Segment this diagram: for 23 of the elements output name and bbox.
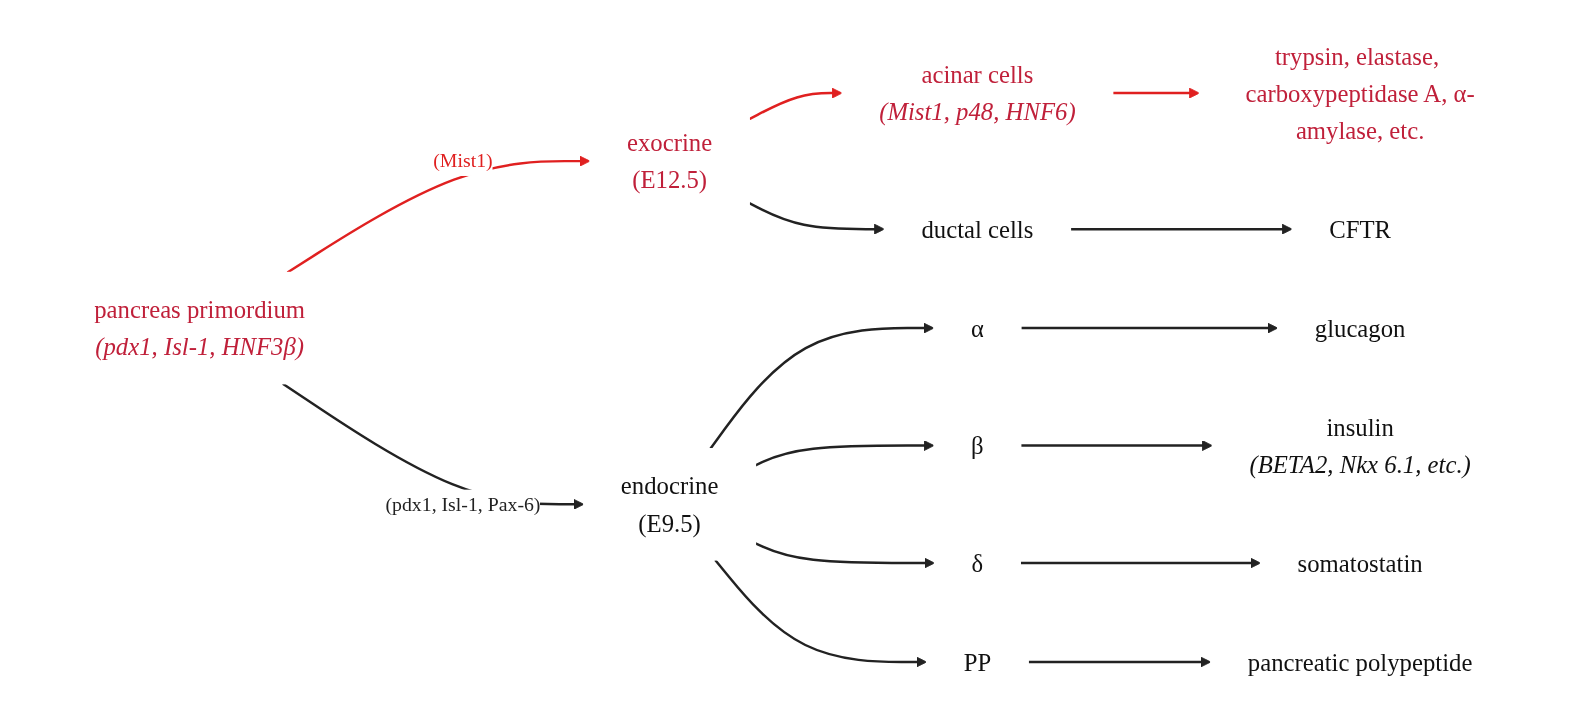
node-text: δ [971, 548, 983, 577]
arrow [1020, 322, 1278, 333]
node-text: CFTR [1328, 215, 1391, 243]
edge-label: (Mist1) [432, 149, 493, 171]
edge-label: (pdx1, Isl-1, Pax-6) [384, 492, 540, 514]
arrow [1027, 656, 1211, 667]
node-text: ductal cells [920, 215, 1033, 243]
node-text: insulin (BETA2, Nkx 6.1, etc.) [1248, 412, 1471, 478]
node-text: pancreatic polypeptide [1247, 647, 1472, 676]
node-text: exocrine (E12.5) [626, 128, 712, 193]
arrow [713, 558, 927, 667]
node-text: trypsin, elastase, carboxypeptidase A, α-amylase, etc. [1244, 41, 1475, 144]
node-text: α [970, 313, 984, 342]
node-text: PP [963, 647, 991, 676]
node-text: glucagon [1314, 313, 1405, 342]
node-text: endocrine (E9.5) [620, 471, 718, 536]
node-text: pancreas primordium (pdx1, Isl-1, HNF3β) [93, 295, 305, 360]
node-text: somatostatin [1297, 548, 1423, 577]
arrow [286, 155, 590, 273]
arrow [754, 439, 934, 466]
node-text: β [970, 431, 984, 459]
node-text: acinar cells (Mist1, p48, HNF6) [878, 60, 1076, 125]
arrow [708, 322, 934, 449]
